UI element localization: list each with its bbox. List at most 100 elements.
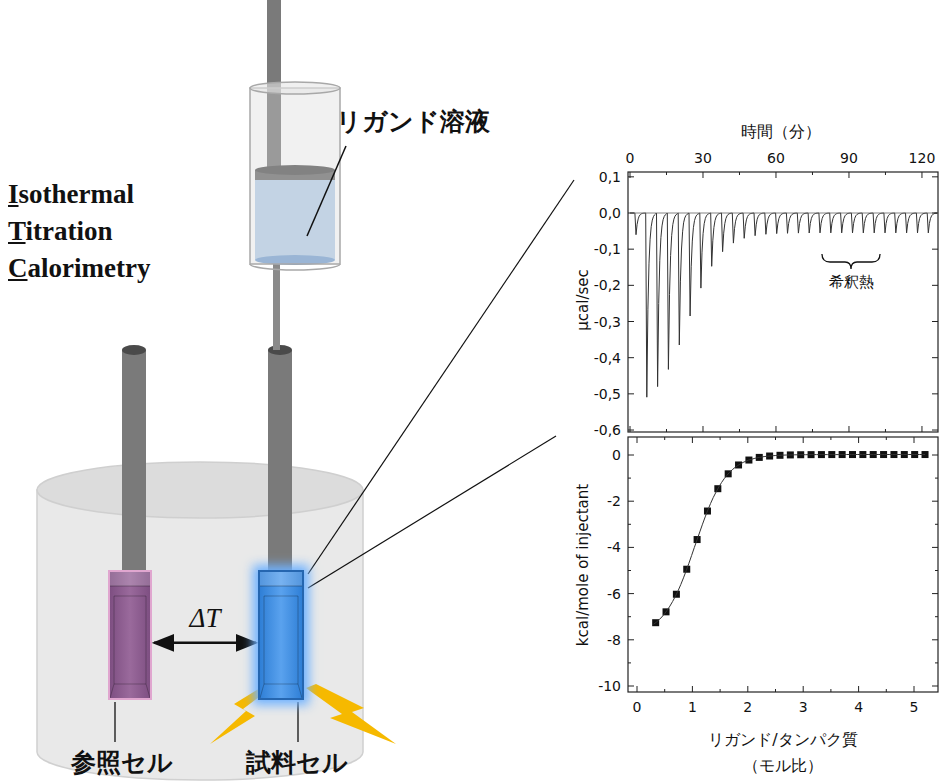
tick — [739, 429, 740, 432]
axis-title: μcal/sec — [575, 269, 592, 331]
axis-label: -6 — [607, 586, 621, 602]
tick — [886, 437, 887, 440]
tick — [692, 686, 693, 692]
axis-label: 3 — [799, 699, 808, 715]
tick — [702, 172, 703, 178]
tick — [628, 455, 634, 456]
tick — [914, 686, 915, 692]
tube-cap — [122, 345, 146, 355]
cell-label: 試料セル — [246, 746, 348, 779]
cell-inner — [264, 596, 298, 684]
tick — [935, 570, 938, 571]
cell-collar — [110, 572, 150, 586]
tick — [935, 478, 938, 479]
tick — [720, 437, 721, 440]
tick — [628, 357, 634, 358]
axis-label: -0,1 — [594, 241, 621, 257]
tick — [812, 429, 813, 432]
tick — [885, 172, 886, 175]
axis-label: 希釈熱 — [829, 274, 874, 291]
tick — [692, 437, 693, 443]
tick — [932, 393, 938, 394]
axis-label: -10 — [598, 678, 621, 694]
axis-label: 0 — [626, 150, 635, 166]
leader-line — [114, 702, 115, 742]
tick — [628, 430, 634, 431]
tick — [666, 429, 667, 432]
tick — [628, 249, 634, 250]
tick — [628, 547, 634, 548]
cell-label: 参照セル — [71, 746, 173, 779]
tick — [848, 172, 849, 178]
axis-label: 1 — [688, 699, 697, 715]
tick — [848, 426, 849, 432]
tick — [775, 689, 776, 692]
tick — [628, 662, 631, 663]
axis-label: 時間（分） — [741, 123, 821, 141]
cell-bevel — [110, 572, 150, 698]
barrel-bottom — [250, 264, 340, 270]
axis-label: 30 — [694, 150, 712, 166]
tick — [630, 426, 631, 432]
axis-label: -0,2 — [594, 277, 621, 293]
tick — [830, 437, 831, 440]
raw-plot-frame — [628, 172, 938, 432]
axis-label: 0 — [633, 699, 642, 715]
tick — [932, 357, 938, 358]
tick — [932, 686, 938, 687]
axis-label: 60 — [767, 150, 785, 166]
axis-label: -4 — [607, 539, 621, 555]
tick — [932, 547, 938, 548]
barrel-rim — [250, 82, 340, 94]
axis-label: -0,4 — [594, 350, 621, 366]
tick — [628, 478, 631, 479]
axis-label: 0,0 — [599, 205, 621, 221]
tick — [803, 437, 804, 443]
tick — [702, 426, 703, 432]
syringe-barrel — [250, 88, 340, 264]
tick — [664, 689, 665, 692]
cell-edge — [146, 684, 150, 698]
cell-edge — [110, 586, 150, 587]
tick — [739, 172, 740, 175]
cell-edge — [260, 684, 264, 698]
axis-label: 120 — [909, 150, 936, 166]
tick — [775, 426, 776, 432]
tick — [628, 570, 631, 571]
zoom-line — [308, 436, 556, 588]
tick — [886, 689, 887, 692]
bracket — [822, 254, 880, 269]
tick — [858, 437, 859, 443]
tick — [885, 429, 886, 432]
tick — [628, 393, 634, 394]
leader-line — [307, 146, 346, 236]
cell-bevel — [260, 572, 302, 698]
title-text: Isothermal Titration Calorimetry — [8, 176, 198, 287]
cell-edge — [110, 684, 114, 698]
axis-label: （モル比） — [743, 757, 823, 775]
tick — [858, 686, 859, 692]
tick — [666, 172, 667, 175]
solution-label: リガンド溶液 — [336, 108, 490, 137]
tick — [637, 686, 638, 692]
tick — [921, 426, 922, 432]
jacket-top — [37, 462, 363, 518]
axis-label: 5 — [910, 699, 919, 715]
cell-edge — [298, 684, 302, 698]
tick — [637, 437, 638, 443]
tick — [664, 437, 665, 440]
delta-t-arrow — [154, 642, 256, 645]
axis-label: 4 — [854, 699, 863, 715]
tick — [914, 437, 915, 443]
axis-label: 0 — [612, 447, 621, 463]
tick — [628, 501, 634, 502]
tick — [932, 321, 938, 322]
tick — [628, 593, 634, 594]
axis-label: 90 — [840, 150, 858, 166]
axis-label: -0,3 — [594, 313, 621, 329]
edge-label: ΔT — [190, 603, 221, 634]
axis-label: 0,1 — [599, 169, 621, 185]
baseline — [630, 213, 934, 214]
tick — [935, 616, 938, 617]
tick — [830, 689, 831, 692]
